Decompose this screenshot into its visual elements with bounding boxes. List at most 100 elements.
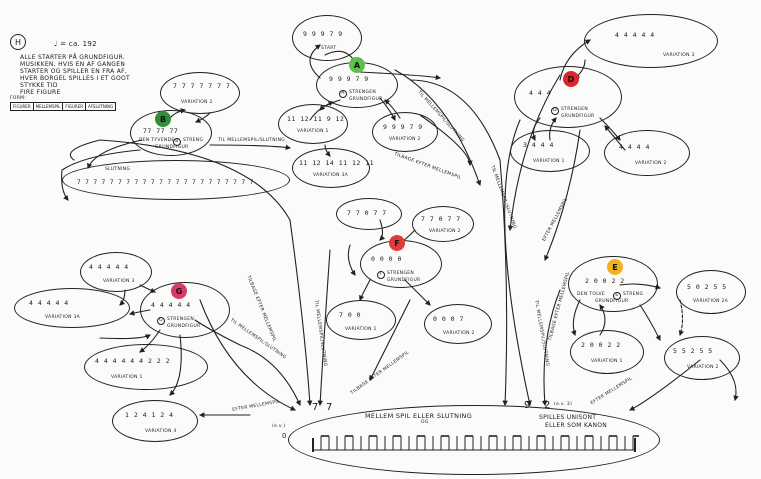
badge-e-label: E <box>612 262 618 272</box>
notes: 4 4 4 4 4 <box>29 299 69 307</box>
title: DEN TYVENDE <box>139 138 175 143</box>
notes: 2 0 0 2 2 <box>585 277 625 285</box>
grund: GRUNDFIGUR <box>387 278 421 283</box>
notes: 7 7 0 7 7 <box>347 209 387 217</box>
label: VARIATION 3 <box>663 53 695 58</box>
notes: 77 77 77 <box>143 127 179 135</box>
label: VARIATION 3 <box>103 279 135 284</box>
node-a-grundfigur: A 9 9 9 7 9 A STRENGEN GRUNDFIGUR <box>316 57 398 108</box>
grund: GRUNDFIGUR <box>155 145 189 150</box>
node-f-variation-2-top: 7 7 0 7 7 VARIATION 2 <box>412 206 474 242</box>
tempo: ♩ = ca. 192 <box>54 40 97 48</box>
node-a-variation-1: 11 12 11 9 12 VARIATION 1 <box>278 104 348 144</box>
node-g-variation-1: 4 4 4 4 4 4 2 2 2 VARIATION 1 <box>84 344 208 390</box>
notes: 9 9 9 7 9 <box>329 75 369 83</box>
legend-item: FIGURER <box>63 103 86 110</box>
node-g-grundfigur: G 4 4 4 4 4 G STRENGEN GRUNDFIGUR <box>140 282 230 338</box>
label: VARIATION 2 <box>635 161 667 166</box>
title: STRENGEN <box>167 317 195 322</box>
node-d-grundfigur: D 4 4 4 D STRENGEN GRUNDFIGUR <box>514 66 622 128</box>
badge-g-label: G <box>175 286 183 296</box>
notes: 3 4 4 4 <box>523 141 554 149</box>
title: DEN TOLVE <box>577 292 606 297</box>
label: VARIATION 2 <box>181 100 213 105</box>
left-num: 0 <box>282 432 287 440</box>
node-e-variation-1: 2 0 0 2 2 VARIATION 1 <box>570 330 644 374</box>
form-label: FORM: <box>10 96 27 101</box>
mellemspil-right-label-2: ELLER SOM KANON <box>545 422 608 429</box>
notes: 0 0 0 7 <box>433 315 464 323</box>
notes: 11 12 11 9 12 <box>287 115 345 123</box>
node-g-variation-4: 1 2 4 1 2 4 VARIATION 4 <box>112 400 198 442</box>
node-f-variation-2-bottom: 0 0 0 7 VARIATION 2 <box>424 304 492 344</box>
node-e-grundfigur: E 2 0 0 2 2 DEN TOLVE E STRENG GRUNDFIGU… <box>568 256 658 312</box>
legend-item: MELLEMSPIL <box>34 103 64 110</box>
node-b-grundfigur: B 77 77 77 DEN TYVENDE B STRENG GRUNDFIG… <box>130 110 212 156</box>
grund: GRUNDFIGUR <box>349 97 383 102</box>
left-note: (e.v.) <box>272 424 286 429</box>
notes: 5 0 2 5 5 <box>687 283 727 291</box>
notes: 4 4 4 4 4 <box>615 31 655 39</box>
title: STRENGEN <box>349 90 377 95</box>
node-slutning: SLUTNING 7 7 7 7 7 7 7 7 7 7 7 7 7 7 7 7… <box>62 160 290 200</box>
notes: 9 9 9 7 9 <box>303 30 343 38</box>
section-mark: H <box>10 34 26 50</box>
circ: E <box>613 292 621 300</box>
circ: A <box>339 90 347 98</box>
notes: 4 4 4 4 4 <box>89 263 129 271</box>
badge-e: E <box>607 259 623 275</box>
node-a-variation-2: 9 9 9 7 9 VARIATION 2 <box>372 112 438 152</box>
notes: 7 7 7 7 7 7 7 7 7 7 7 7 7 7 7 7 7 7 7 7 … <box>77 179 254 186</box>
grund: GRUNDFIGUR <box>167 324 201 329</box>
notes: 2 0 0 2 2 <box>581 341 621 349</box>
badge-d-label: D <box>567 74 575 84</box>
notes: 4 4 4 4 4 4 2 2 2 <box>95 357 171 365</box>
notes: 7 7 0 7 7 <box>421 215 461 223</box>
label: START <box>321 46 337 51</box>
grund: GRUNDFIGUR <box>561 114 595 119</box>
grund: GRUNDFIGUR <box>595 299 629 304</box>
notes: 4 4 4 4 <box>619 143 650 151</box>
badge-a: A <box>349 57 365 73</box>
label: VARIATION 3A <box>313 173 349 178</box>
intro-line-5: STYKKE TID <box>20 82 58 89</box>
node-e-variation-2a: 5 0 2 5 5 VARIATION 2A <box>676 270 746 314</box>
circ: F <box>377 271 385 279</box>
intro-line-4: HVER BORGEL SPILLES I ET GOOT <box>20 75 130 82</box>
num-9: 9 <box>524 400 531 411</box>
label: VARIATION 2 <box>687 365 719 370</box>
notes: 11 12 14 11 12 11 <box>299 159 375 167</box>
notes: 4 4 4 4 4 <box>151 301 191 309</box>
node-f-variation-1: 7 0 0 VARIATION 1 <box>326 300 396 340</box>
label: VARIATION 1 <box>111 375 143 380</box>
intro-line-6: FIRE FIGURE <box>20 89 61 96</box>
label: VARIATION 4 <box>145 429 177 434</box>
mellemspil-staff <box>312 435 639 452</box>
notes: 0 0 0 0 <box>371 255 402 263</box>
node-g-variation-3a: 4 4 4 4 4 VARIATION 3A <box>14 288 130 328</box>
node-e-variation-2: 5 5 2 5 5 VARIATION 2 <box>664 336 740 380</box>
label: VARIATION 2 <box>389 137 421 142</box>
num-2: 2 <box>544 400 551 411</box>
num-2-note: (e.v. 3) <box>554 402 573 407</box>
num-7b: 7 <box>326 402 333 413</box>
notes: 1 2 4 1 2 4 <box>125 411 174 419</box>
node-a-variation-3a: 11 12 14 11 12 11 VARIATION 3A <box>292 148 374 188</box>
badge-f: F <box>389 235 405 251</box>
label: VARIATION 1 <box>533 159 565 164</box>
header: H ♩ = ca. 192 ALLE STARTER PÅ GRUNDFIGUR… <box>4 32 164 112</box>
label: VARIATION 3A <box>45 315 81 320</box>
legend-item: FIGURER <box>11 103 34 110</box>
sub: STRENG <box>183 138 204 143</box>
notes: 5 5 2 5 5 <box>673 347 713 355</box>
mellemspil-right-label-1: SPILLES UNISONT <box>539 414 597 421</box>
badge-d: D <box>563 71 579 87</box>
node-f-variation-3: 7 7 0 7 7 <box>336 198 402 230</box>
node-d-variation-2: 4 4 4 4 VARIATION 2 <box>604 130 690 176</box>
label: SLUTNING <box>105 167 131 172</box>
circ: G <box>157 317 165 325</box>
mellemspil-title-sub: OG <box>421 420 429 425</box>
node-g-variation-3: 4 4 4 4 4 VARIATION 3 <box>80 252 152 292</box>
label: VARIATION 2 <box>429 229 461 234</box>
sub: STRENG <box>623 292 644 297</box>
